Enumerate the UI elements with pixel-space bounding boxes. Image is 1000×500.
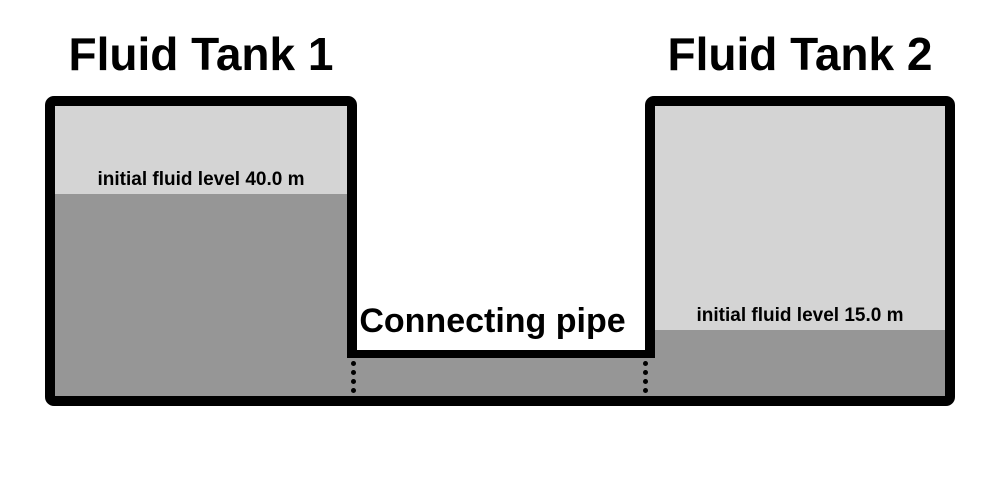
tank2-level-label: initial fluid level 15.0 m (696, 305, 904, 326)
junction-dot (643, 361, 648, 366)
junction-dot (351, 361, 356, 366)
tank1-fluid (55, 194, 347, 396)
tank2-title: Fluid Tank 2 (667, 28, 933, 80)
tank2-pipe-junction-dotted-line (643, 361, 648, 393)
tank1-pipe-junction-dotted-line (351, 361, 356, 393)
connecting-pipe-fluid (345, 358, 655, 396)
tank2-fluid (655, 330, 945, 396)
junction-dot (351, 379, 356, 384)
connecting-pipe-label: Connecting pipe (359, 302, 626, 340)
junction-dot (351, 388, 356, 393)
connecting-pipe-top-wall (356, 350, 645, 358)
junction-dot (351, 370, 356, 375)
junction-dot (643, 388, 648, 393)
tank1-level-label: initial fluid level 40.0 m (97, 169, 305, 190)
tank1-title: Fluid Tank 1 (68, 28, 334, 80)
connecting-pipe-bottom-wall (345, 396, 655, 406)
tank1: initial fluid level 40.0 m (45, 96, 357, 406)
tank2: initial fluid level 15.0 m (645, 96, 955, 406)
junction-dot (643, 370, 648, 375)
junction-dot (643, 379, 648, 384)
